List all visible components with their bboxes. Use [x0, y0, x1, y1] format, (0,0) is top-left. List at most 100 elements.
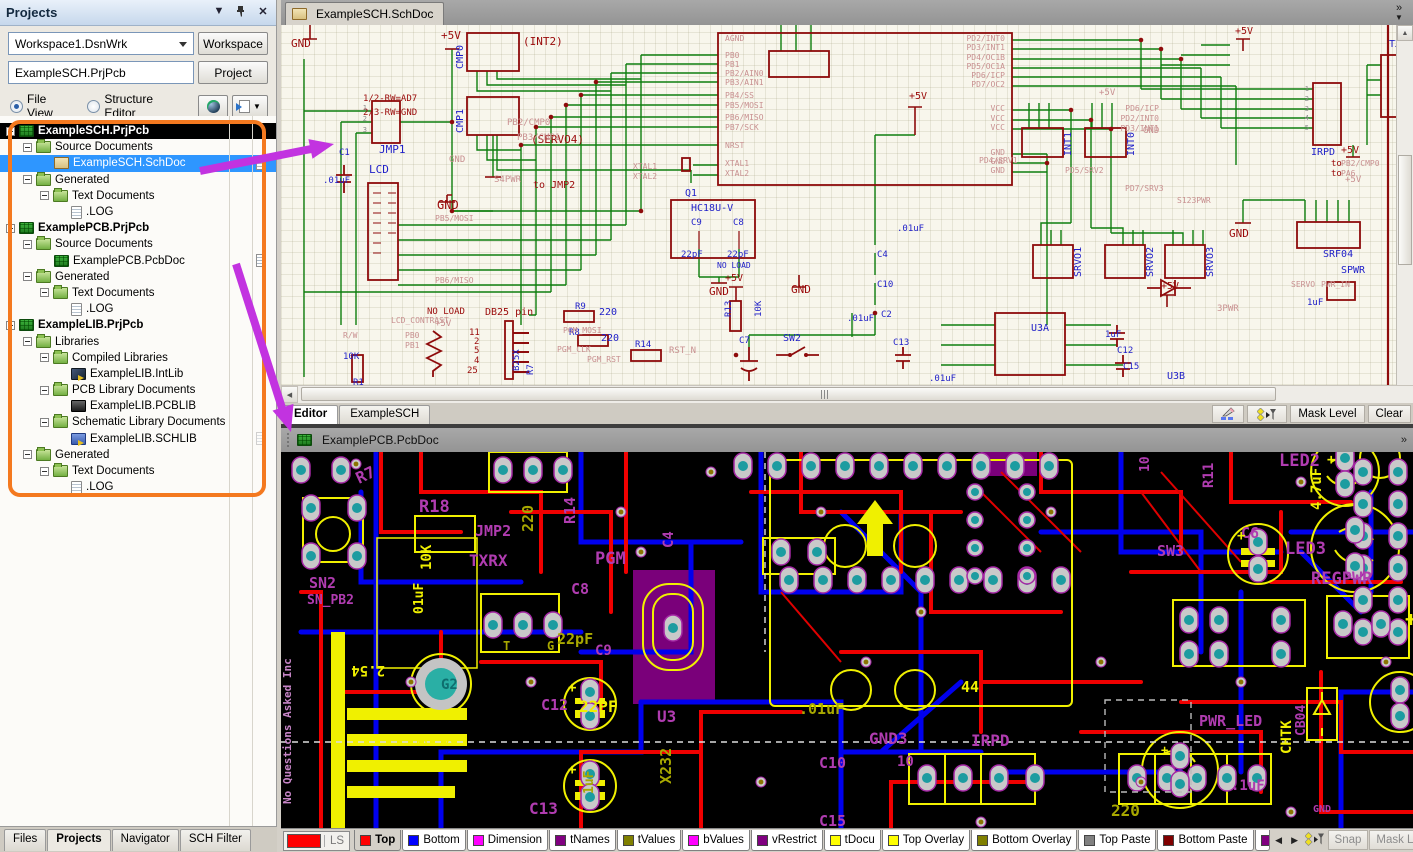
- layer-tab-top-paste[interactable]: Top Paste: [1078, 830, 1157, 851]
- layer-tab-bottom-overlay[interactable]: Bottom Overlay: [971, 830, 1078, 851]
- tree-item-examplesch-schdoc[interactable]: ExampleSCH.SchDoc: [0, 155, 276, 172]
- tree-item--log[interactable]: .LOG: [0, 204, 276, 220]
- svg-text:R/W: R/W: [343, 331, 358, 340]
- hscroll-thumb[interactable]: [301, 387, 1276, 401]
- collapse-icon[interactable]: [6, 223, 15, 233]
- collapse-icon[interactable]: [23, 142, 32, 152]
- tab-examplesch[interactable]: ExampleSCH: [339, 405, 431, 424]
- tree-item-generated[interactable]: Generated: [0, 171, 276, 188]
- tree-item--log[interactable]: .LOG: [0, 479, 276, 495]
- mask-level-button[interactable]: Mask Level: [1290, 404, 1365, 423]
- layer-tab-tvalues[interactable]: tValues: [616, 830, 682, 851]
- collapse-icon[interactable]: [40, 417, 49, 427]
- tab-overflow-icon[interactable]: »: [1395, 2, 1403, 14]
- layer-tab-bottom[interactable]: Bottom: [402, 830, 466, 851]
- project-button[interactable]: Project: [198, 61, 268, 84]
- radio-file-view[interactable]: [10, 99, 23, 113]
- drag-handle-icon[interactable]: [287, 433, 289, 447]
- tree-item-examplelib-pcblib[interactable]: ExampleLIB.PCBLIB: [0, 398, 276, 414]
- layer-tab-label: Bottom: [423, 834, 460, 846]
- tree-item-pcb-library-documents[interactable]: PCB Library Documents: [0, 382, 276, 398]
- layer-tab-bvalues[interactable]: bValues: [682, 830, 750, 851]
- tree-item-schematic-library-documents[interactable]: Schematic Library Documents: [0, 414, 276, 430]
- pin-icon[interactable]: [234, 5, 248, 20]
- collapse-icon[interactable]: [40, 385, 49, 395]
- vcs-button[interactable]: [198, 94, 228, 118]
- tab-projects[interactable]: Projects: [47, 829, 111, 851]
- scroll-up-icon[interactable]: ▲: [1397, 25, 1413, 41]
- mask-level-button[interactable]: Mask Level: [1369, 830, 1413, 850]
- tab-sch-filter[interactable]: SCH Filter: [179, 829, 251, 851]
- snap-button[interactable]: Snap: [1327, 830, 1369, 850]
- svg-text:2: 2: [1305, 95, 1309, 103]
- collapse-icon[interactable]: [23, 272, 32, 282]
- schematic-vscrollbar[interactable]: ▲: [1396, 25, 1413, 385]
- tab-overflow-icon[interactable]: »: [1400, 434, 1407, 446]
- collapse-icon[interactable]: [6, 126, 15, 136]
- close-icon[interactable]: ✕: [258, 6, 268, 18]
- tab-dropdown-icon[interactable]: ▼: [1395, 13, 1403, 22]
- tree-item-examplelib-intlib[interactable]: ExampleLIB.IntLib: [0, 366, 276, 382]
- splitter-grip[interactable]: [821, 390, 835, 399]
- radio-structure-editor[interactable]: [87, 99, 101, 113]
- tab-schdoc[interactable]: ExampleSCH.SchDoc: [285, 2, 445, 25]
- tree-item-examplesch-prjpcb[interactable]: ExampleSCH.PrjPcb: [0, 123, 276, 140]
- collapse-icon[interactable]: [23, 239, 32, 249]
- collapse-icon[interactable]: [23, 450, 32, 460]
- tree-item-examplelib-prjpcb[interactable]: ExampleLIB.PrjPcb: [0, 317, 276, 333]
- tab-editor[interactable]: Editor: [283, 405, 339, 424]
- svg-text:1: 1: [363, 104, 367, 112]
- tree-item-examplepcb-prjpcb[interactable]: ExamplePCB.PrjPcb: [0, 220, 276, 236]
- tree-item-generated[interactable]: Generated: [0, 446, 276, 463]
- collapse-icon[interactable]: [23, 175, 32, 185]
- tree-item-source-documents[interactable]: Source Documents: [0, 236, 276, 252]
- scroll-left-icon[interactable]: ◀: [281, 386, 298, 403]
- pane-divider[interactable]: [281, 424, 1413, 428]
- layer-set-button[interactable]: LS: [283, 831, 351, 851]
- filter-icon[interactable]: [1304, 832, 1325, 846]
- collapse-icon[interactable]: [40, 466, 49, 476]
- collapse-icon[interactable]: [40, 191, 49, 201]
- tree-item--log[interactable]: .LOG: [0, 301, 276, 317]
- layer-tab-top[interactable]: Top: [354, 830, 402, 851]
- tree-item-examplelib-schlib[interactable]: ExampleLIB.SCHLIB: [0, 431, 276, 447]
- layers-scroll-left-icon[interactable]: ◀: [1275, 834, 1282, 845]
- tree-item-compiled-libraries[interactable]: Compiled Libraries: [0, 349, 276, 366]
- open-document-button[interactable]: ▼: [232, 94, 268, 118]
- proj-icon: [19, 222, 34, 235]
- tree-item-examplepcb-pcbdoc[interactable]: ExamplePCB.PcbDoc: [0, 253, 276, 269]
- tree-item-generated[interactable]: Generated: [0, 268, 276, 285]
- svg-text:1uF: 1uF: [582, 770, 597, 794]
- tree-item-libraries[interactable]: Libraries: [0, 333, 276, 349]
- tab-files[interactable]: Files: [4, 829, 47, 851]
- annotate-button[interactable]: [1212, 404, 1245, 423]
- collapse-icon[interactable]: [40, 288, 49, 298]
- workspace-button[interactable]: Workspace: [198, 32, 268, 55]
- filter-button[interactable]: [1247, 404, 1288, 423]
- project-field[interactable]: ExampleSCH.PrjPcb: [8, 61, 194, 84]
- layer-tab-tdocu[interactable]: tDocu: [823, 830, 881, 851]
- tree-item-source-documents[interactable]: Source Documents: [0, 139, 276, 155]
- workspace-combobox[interactable]: Workspace1.DsnWrk: [8, 32, 194, 55]
- layer-tab-bottom-paste[interactable]: Bottom Paste: [1157, 830, 1254, 851]
- layer-tab-dimension[interactable]: Dimension: [466, 830, 549, 851]
- tree-item-text-documents[interactable]: Text Documents: [0, 284, 276, 301]
- layer-tab-more[interactable]: [1254, 830, 1270, 851]
- svg-text:PB1: PB1: [725, 60, 740, 69]
- layers-scroll-right-icon[interactable]: ▶: [1291, 834, 1298, 845]
- tab-navigator[interactable]: Navigator: [111, 829, 179, 851]
- panel-menu-icon[interactable]: ▼: [213, 5, 225, 17]
- layer-tab-top-overlay[interactable]: Top Overlay: [881, 830, 971, 851]
- tree-item-text-documents[interactable]: Text Documents: [0, 463, 276, 479]
- collapse-icon[interactable]: [23, 337, 32, 347]
- tab-pcbdoc-label[interactable]: ExamplePCB.PcbDoc: [322, 433, 439, 447]
- tree-item-text-documents[interactable]: Text Documents: [0, 187, 276, 204]
- collapse-icon[interactable]: [6, 320, 15, 330]
- layer-tab-tnames[interactable]: tNames: [549, 830, 616, 851]
- svg-text:.01uF: .01uF: [897, 224, 924, 234]
- layer-tab-vrestrict[interactable]: vRestrict: [750, 830, 823, 851]
- collapse-icon[interactable]: [40, 353, 49, 363]
- clear-button[interactable]: Clear: [1367, 404, 1411, 423]
